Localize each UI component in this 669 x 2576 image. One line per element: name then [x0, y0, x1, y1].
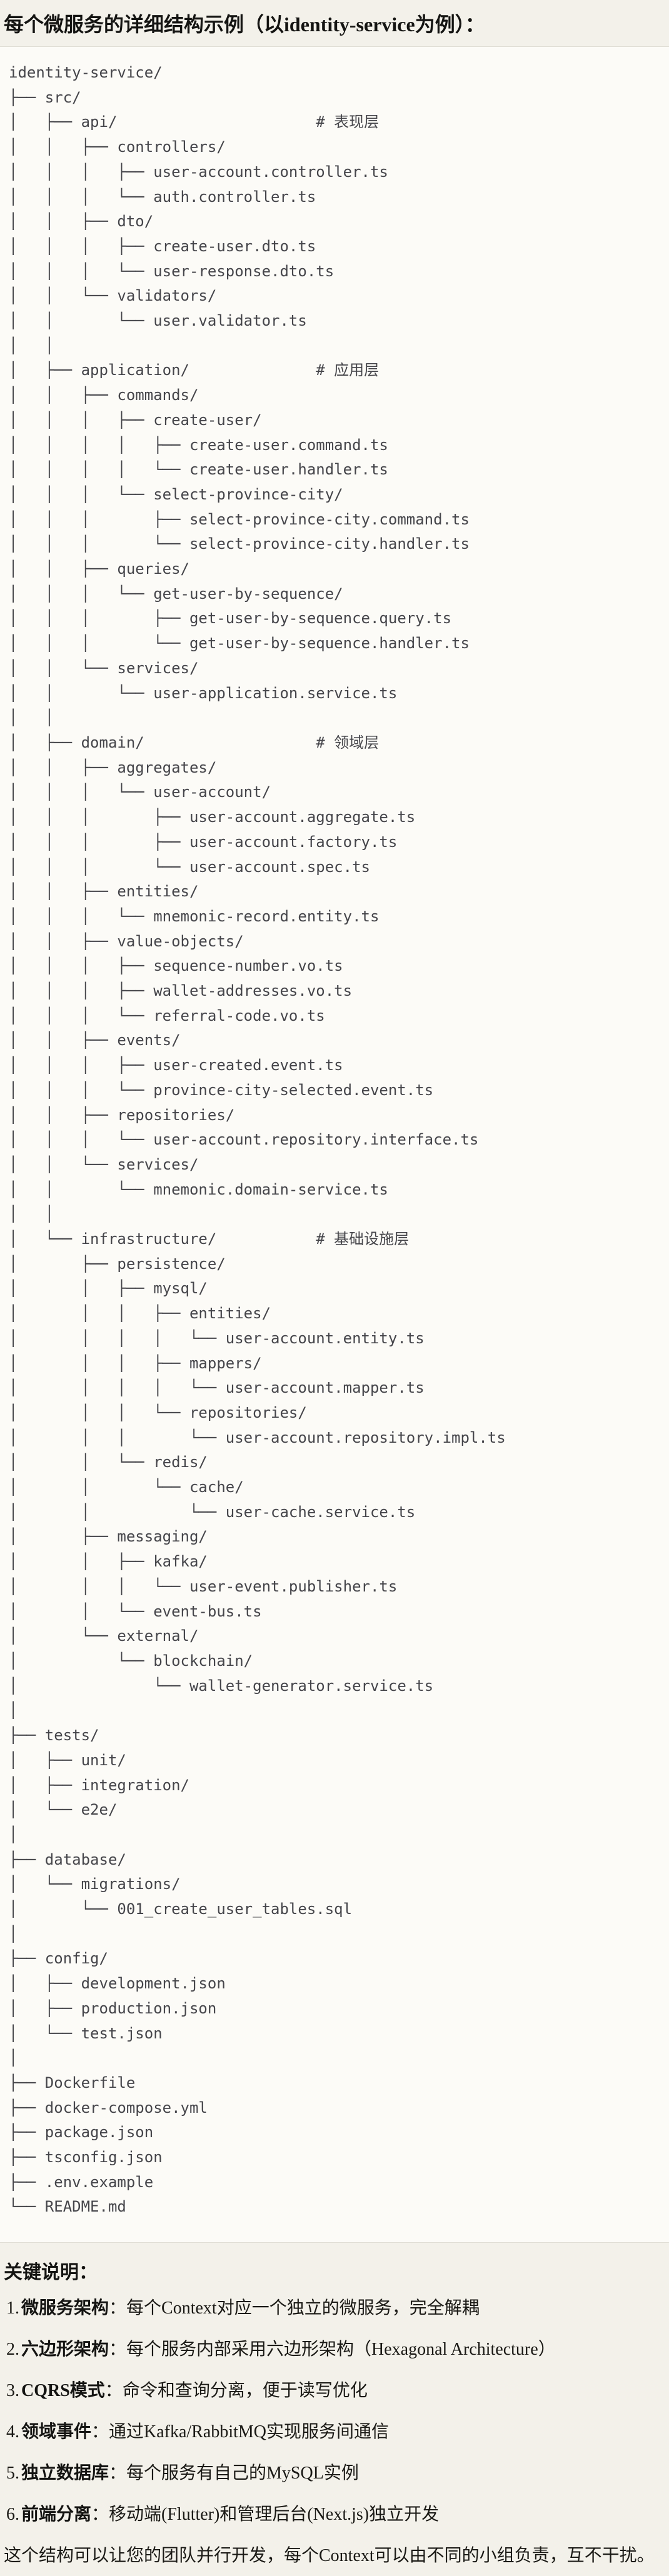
item-separator: ：: [104, 2381, 123, 2401]
item-number: 2.: [6, 2340, 19, 2360]
item-separator: ：: [91, 2422, 109, 2442]
item-separator: ：: [109, 2298, 127, 2318]
item-text: 每个Context对应一个独立的微服务，完全解耦: [126, 2298, 480, 2318]
item-number: 4.: [6, 2422, 19, 2442]
notes-list: 1.微服务架构：每个Context对应一个独立的微服务，完全解耦 2.六边形架构…: [4, 2297, 664, 2526]
item-text: 每个服务有自己的MySQL实例: [126, 2463, 359, 2483]
item-separator: ：: [91, 2505, 109, 2525]
list-item: 1.微服务架构：每个Context对应一个独立的微服务，完全解耦: [6, 2297, 664, 2320]
item-number: 6.: [6, 2505, 19, 2525]
item-text: 命令和查询分离，便于读写优化: [122, 2381, 368, 2401]
code-block: identity-service/ ├── src/ │ ├── api/ # …: [0, 46, 669, 2243]
item-text: 每个服务内部采用六边形架构（Hexagonal Architecture）: [126, 2340, 556, 2360]
item-number: 3.: [6, 2381, 19, 2401]
item-separator: ：: [109, 2340, 127, 2360]
list-item: 6.前端分离：移动端(Flutter)和管理后台(Next.js)独立开发: [6, 2503, 664, 2526]
item-label: 六边形架构: [21, 2340, 109, 2360]
list-item: 3.CQRS模式：命令和查询分离，便于读写优化: [6, 2379, 664, 2402]
item-separator: ：: [109, 2463, 127, 2483]
item-number: 5.: [6, 2463, 19, 2483]
item-label: 前端分离: [21, 2505, 92, 2525]
item-label: CQRS模式: [21, 2381, 105, 2401]
list-item: 2.六边形架构：每个服务内部采用六边形架构（Hexagonal Architec…: [6, 2338, 664, 2361]
directory-tree: identity-service/ ├── src/ │ ├── api/ # …: [9, 64, 506, 2216]
item-text: 通过Kafka/RabbitMQ实现服务间通信: [109, 2422, 389, 2442]
item-label: 独立数据库: [21, 2463, 109, 2483]
notes-section: 关键说明： 1.微服务架构：每个Context对应一个独立的微服务，完全解耦 2…: [0, 2259, 669, 2576]
notes-heading: 关键说明：: [4, 2262, 98, 2283]
list-item: 4.领域事件：通过Kafka/RabbitMQ实现服务间通信: [6, 2420, 664, 2443]
item-label: 领域事件: [21, 2422, 92, 2442]
item-text: 移动端(Flutter)和管理后台(Next.js)独立开发: [109, 2505, 440, 2525]
summary-paragraph: 这个结构可以让您的团队并行开发，每个Context可以由不同的小组负责，互不干扰…: [4, 2546, 655, 2566]
list-item: 5.独立数据库：每个服务有自己的MySQL实例: [6, 2462, 664, 2485]
page-title: 每个微服务的详细结构示例（以identity-service为例）：: [4, 13, 485, 36]
item-label: 微服务架构: [21, 2298, 109, 2318]
item-number: 1.: [6, 2298, 19, 2318]
